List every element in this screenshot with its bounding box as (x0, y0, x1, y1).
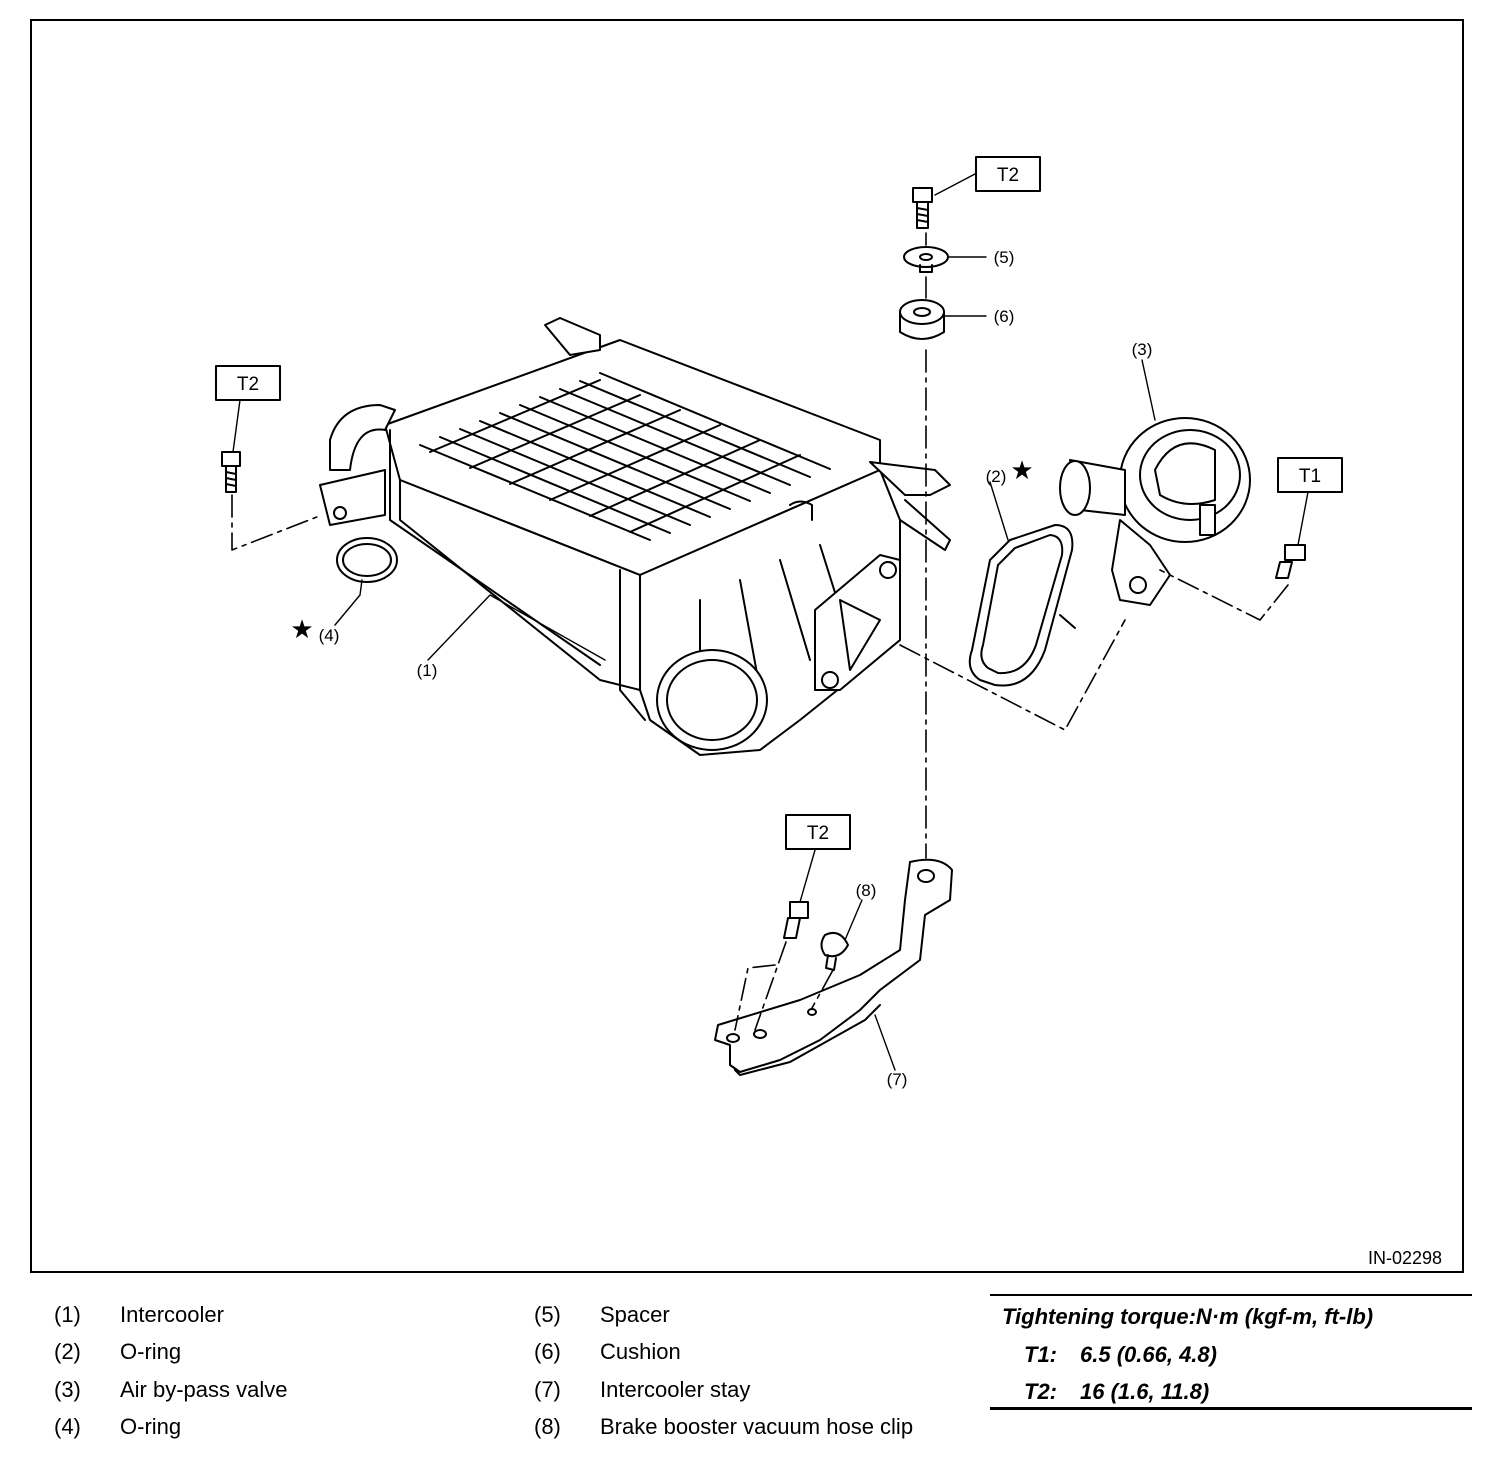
bolt-bottom-drawing (783, 901, 809, 939)
legend-number: (8) (534, 1414, 561, 1439)
bolt-right-drawing (1275, 544, 1306, 579)
legend-label: O-ring (120, 1339, 182, 1364)
hose-clip-drawing (820, 932, 849, 958)
star-symbol-2: ★ (1010, 455, 1033, 485)
legend-number: (1) (54, 1302, 81, 1327)
cushion-drawing (899, 299, 945, 340)
intercooler-stay-drawing (714, 858, 953, 1073)
legend-number: (6) (534, 1339, 561, 1364)
bolt-left-drawing (221, 451, 241, 493)
diagram-id: IN-02298 (1368, 1248, 1443, 1268)
torque-box-label: T2 (237, 374, 259, 395)
legend-right: (5) Spacer (6) Cushion (7) Intercooler s… (534, 1304, 974, 1444)
callout-3: (3) (1132, 340, 1153, 359)
legend-left: (1) Intercooler (2) O-ring (3) Air by-pa… (54, 1304, 454, 1444)
bolt-top-drawing (912, 187, 933, 229)
callout-2: (2) (986, 467, 1007, 486)
spacer-drawing (903, 246, 949, 273)
torque-box-t2-top (975, 156, 1041, 192)
legend-number: (4) (54, 1414, 81, 1439)
torque-value-t1: 6.5 (0.66, 4.8) (1080, 1342, 1217, 1367)
torque-value-t2: 16 (1.6, 11.8) (1080, 1379, 1210, 1404)
torque-box-t1-right (1277, 457, 1343, 493)
legend-label: Cushion (600, 1339, 681, 1364)
torque-heading: Tightening torque:N·m (kgf-m, ft-lb) (1002, 1304, 1374, 1329)
legend-label: Spacer (600, 1302, 670, 1327)
torque-box-t2-bottom (785, 814, 851, 850)
exploded-view-diagram: T2 T2 T1 T2 (1) (2) (3) (4) (5) (6) (7) … (215, 156, 1343, 1089)
star-symbol-4: ★ (290, 614, 313, 644)
torque-box-label: T2 (807, 823, 829, 844)
torque-key-t1: T1: (1024, 1342, 1057, 1367)
legend-label: O-ring (120, 1414, 182, 1439)
intercooler-drawing (319, 317, 951, 756)
legend-number: (3) (54, 1377, 81, 1402)
legend-number: (7) (534, 1377, 561, 1402)
legend-number: (2) (54, 1339, 81, 1364)
torque-box-label: T2 (997, 165, 1019, 186)
callout-8: (8) (856, 881, 877, 900)
legend-label: Intercooler (120, 1302, 224, 1327)
torque-box-label: T1 (1299, 466, 1321, 487)
legend-label: Air by-pass valve (120, 1377, 288, 1402)
legend-label: Intercooler stay (600, 1377, 751, 1402)
legend-number: (5) (534, 1302, 561, 1327)
callout-7: (7) (887, 1070, 908, 1089)
o-ring-2-drawing (968, 524, 1074, 687)
diagram-frame (30, 19, 1464, 1273)
air-bypass-valve-drawing (1059, 417, 1251, 606)
torque-box-t2-left (215, 365, 281, 401)
torque-table: Tightening torque:N·m (kgf-m, ft-lb) T1:… (990, 1294, 1472, 1410)
o-ring-4-drawing (336, 537, 398, 583)
callout-5: (5) (994, 248, 1015, 267)
callout-1: (1) (417, 661, 438, 680)
callout-6: (6) (994, 307, 1015, 326)
callout-4: (4) (319, 626, 340, 645)
torque-key-t2: T2: (1024, 1379, 1057, 1404)
legend-label: Brake booster vacuum hose clip (600, 1414, 914, 1439)
